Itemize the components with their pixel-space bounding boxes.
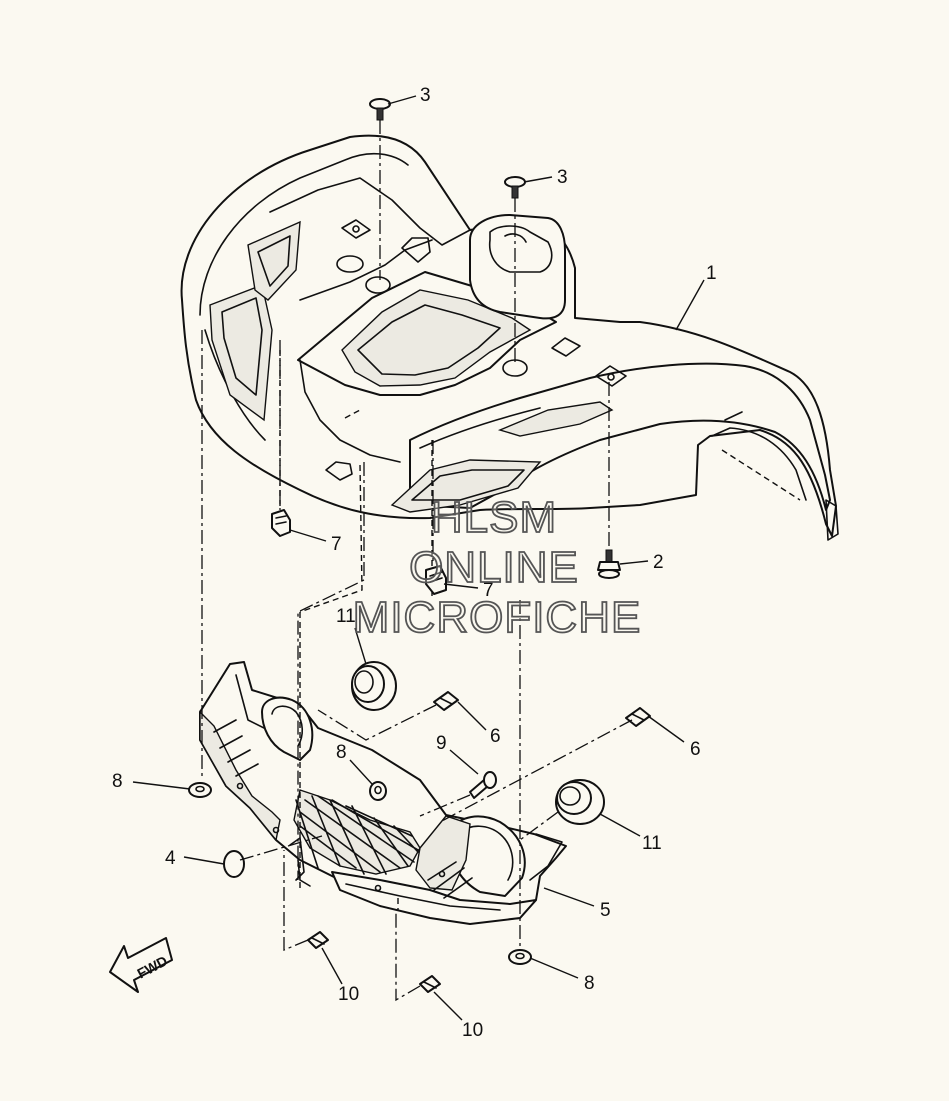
cap-4	[223, 850, 245, 878]
washer-8-left	[188, 782, 212, 798]
callout-1: 1	[706, 263, 717, 284]
watermark-line-1: HLSM	[431, 493, 557, 542]
callout-3-lower: 3	[557, 167, 568, 188]
callout-6-right: 6	[690, 739, 701, 760]
callout-leaders	[132, 95, 705, 1021]
callout-labels: 1 2 3 3 4 5 6 6 7 7 8 8 8 9 10 10 11 11	[112, 85, 717, 1041]
bolt-6-left	[433, 691, 459, 711]
assembly-center-lines	[201, 120, 633, 1002]
callout-8-bottom: 8	[584, 973, 595, 994]
fwd-arrow-icon	[109, 937, 173, 993]
watermark: HLSM ONLINE MICROFICHE	[352, 492, 642, 643]
callout-8-middle: 8	[336, 742, 347, 763]
bolt-10-left	[307, 931, 329, 949]
bolt-10-right	[419, 975, 441, 993]
grommet-11-left	[351, 661, 397, 711]
screw-3-upper	[369, 98, 391, 121]
grommet-11-right	[555, 779, 605, 825]
callout-11-left: 11	[336, 606, 356, 627]
clip-7-right	[425, 565, 447, 595]
watermark-line-3: MICROFICHE	[353, 593, 642, 642]
callout-11-right: 11	[642, 833, 662, 854]
watermark-line-2: ONLINE	[409, 543, 579, 592]
bolt-2	[597, 549, 621, 579]
clip-7-left	[271, 509, 291, 537]
bolt-6-right	[625, 707, 651, 727]
washer-8-bottom	[508, 949, 532, 965]
fwd-direction-arrow: FWD	[109, 937, 173, 993]
callout-9: 9	[436, 733, 447, 754]
front-fender	[180, 134, 839, 613]
callout-2: 2	[653, 552, 664, 573]
callout-10-right: 10	[462, 1020, 483, 1041]
callout-5: 5	[600, 900, 611, 921]
screw-3-lower	[504, 176, 526, 199]
callout-7-right: 7	[483, 580, 494, 601]
callout-6-left: 6	[490, 726, 501, 747]
callout-8-left: 8	[112, 771, 123, 792]
front-guard	[199, 612, 567, 925]
rivet-9	[469, 771, 497, 799]
callout-10-left: 10	[338, 984, 359, 1005]
washer-8-middle	[369, 781, 387, 801]
callout-3-upper: 3	[420, 85, 431, 106]
callout-4: 4	[165, 848, 176, 869]
callout-7-left: 7	[331, 534, 342, 555]
